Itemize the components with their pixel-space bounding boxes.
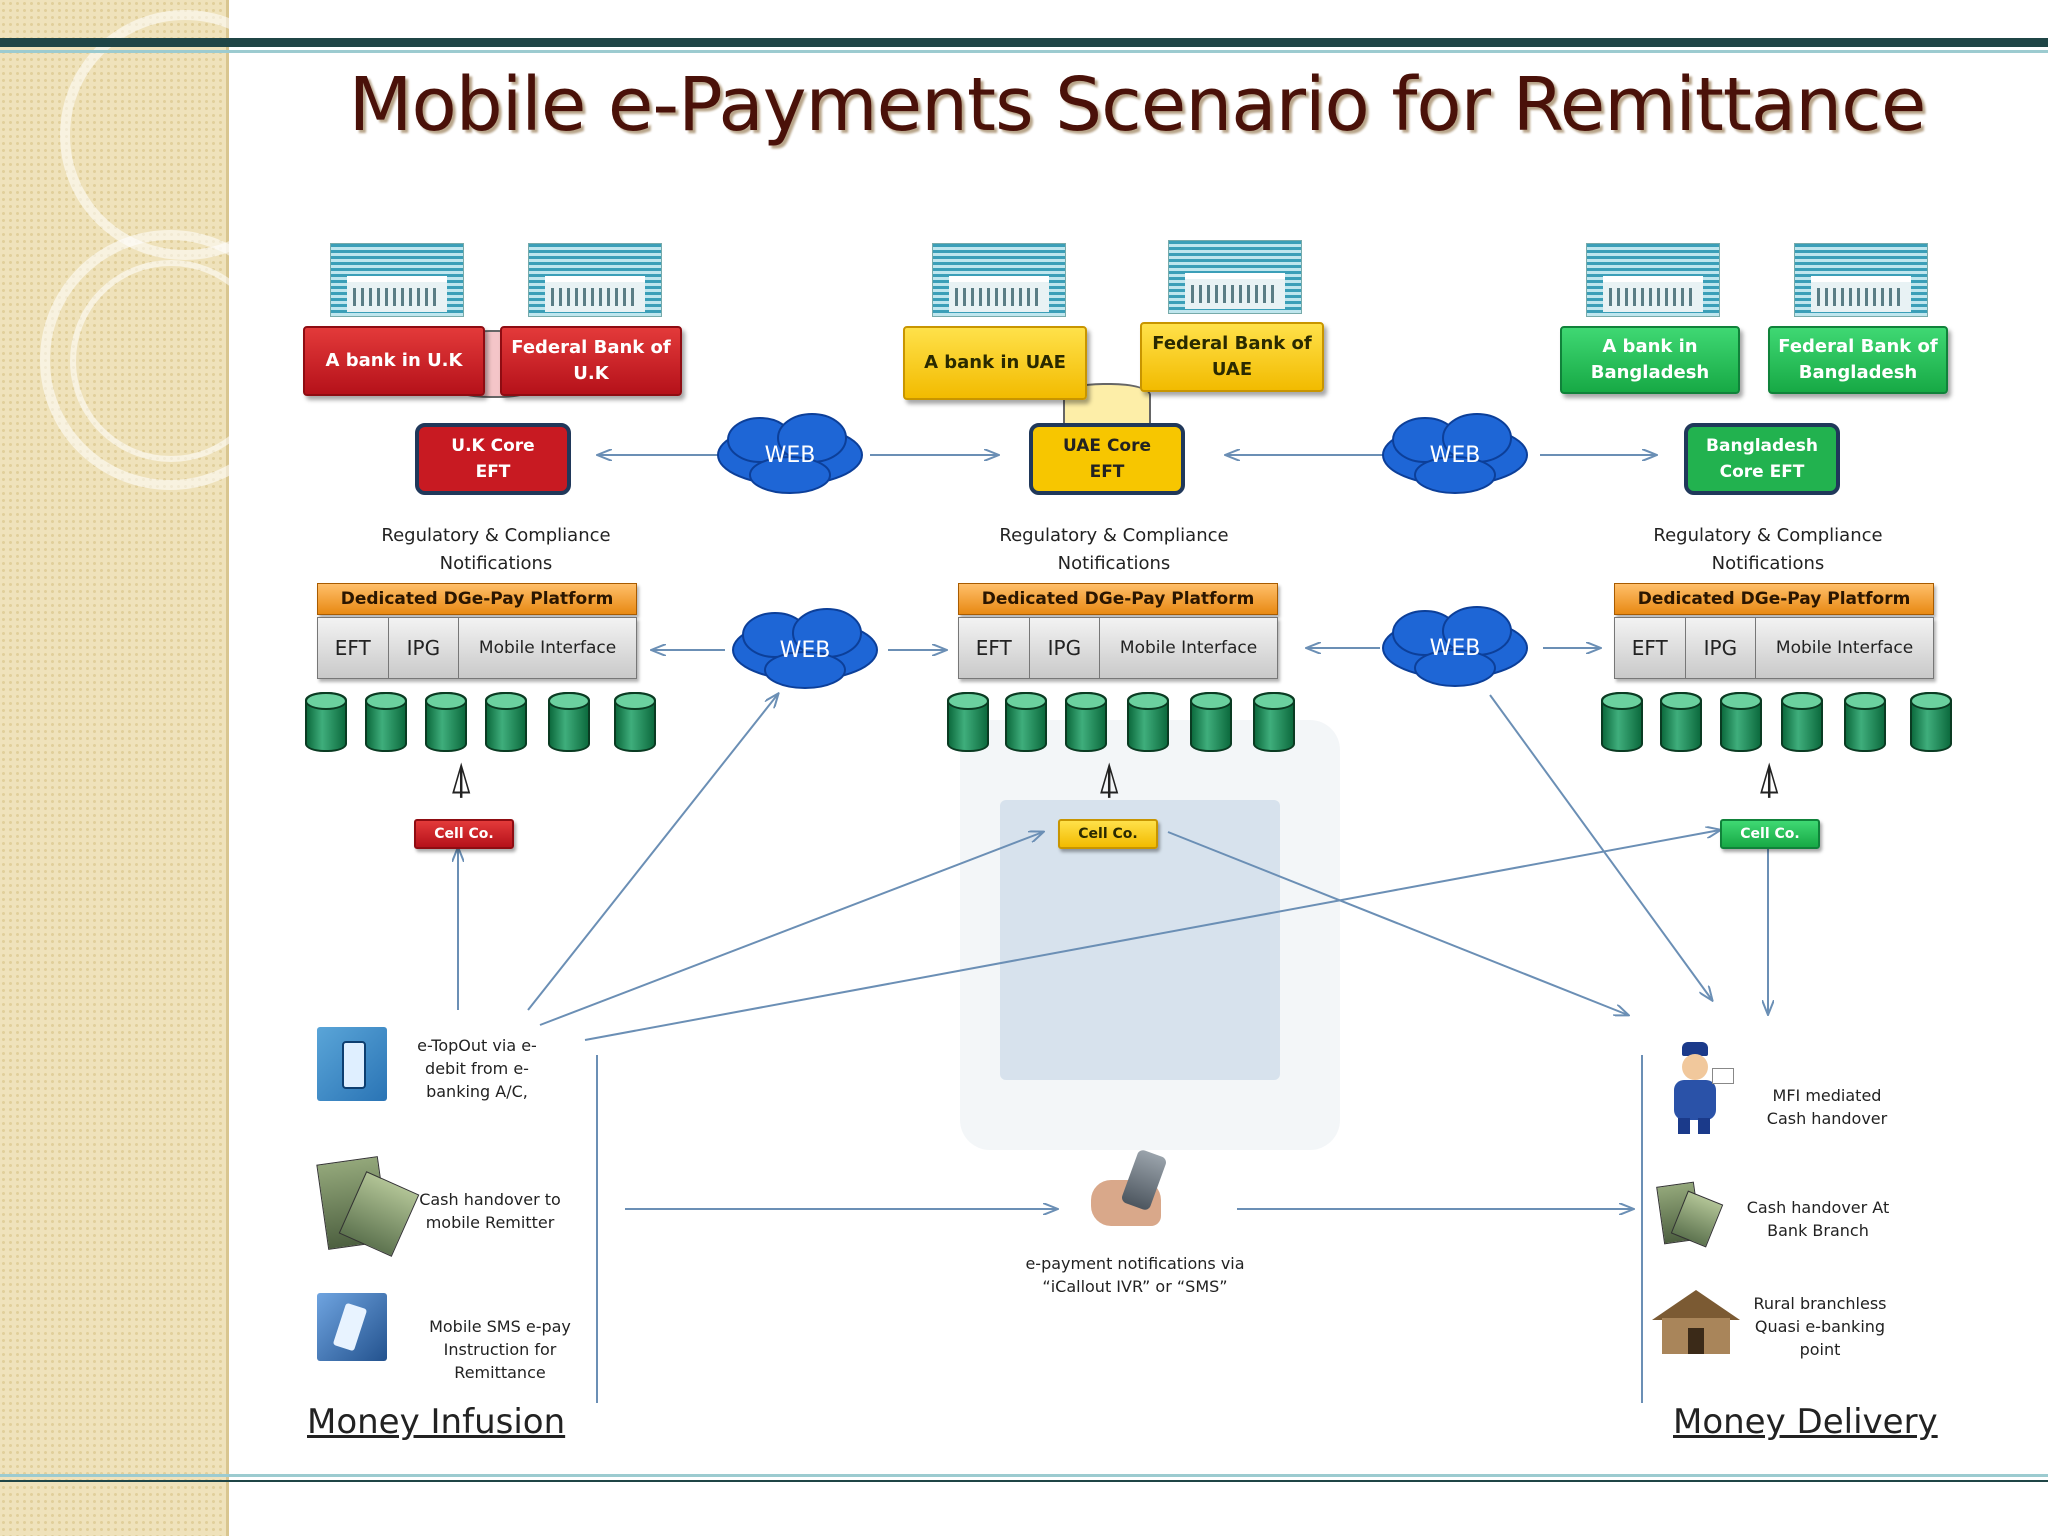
sidebar-decoration (0, 0, 310, 1536)
platform-ipg: IPG (1030, 618, 1101, 678)
uk-core-eft: U.K Core EFT (415, 423, 571, 495)
bd-bank-box: A bank in Bangladesh (1560, 326, 1740, 394)
bank-building-icon (330, 243, 464, 317)
money-infusion-heading: Money Infusion (307, 1402, 566, 1442)
bd-federal-bank-box: Federal Bank of Bangladesh (1768, 326, 1948, 394)
delivery-mfi-label: MFI mediated Cash handover (1766, 1086, 1888, 1128)
server-cylinder-icon (614, 692, 656, 752)
uae-platform-title: Dedicated DGe-Pay Platform (958, 583, 1278, 615)
server-cylinder-icon (1065, 692, 1107, 752)
platform-mobile-interface: Mobile Interface (478, 638, 617, 658)
cell-tower-icon: ⍋ (448, 753, 475, 804)
bank-building-icon (1168, 240, 1302, 314)
platform-eft: EFT (318, 618, 389, 678)
bd-cell-co-label: Cell Co. (1720, 819, 1820, 849)
hand-phone-icon (1087, 1140, 1177, 1240)
top-rule-accent (0, 50, 2048, 53)
uae-federal-bank-box: Federal Bank of UAE (1140, 322, 1324, 392)
uk-platform-row: EFT IPG Mobile Interface (317, 617, 637, 679)
platform-mobile-interface: Mobile Interface (1775, 638, 1914, 658)
infusion-etopout-label: e-TopOut via e-debit from e-banking A/C, (417, 1036, 537, 1101)
server-cylinder-icon (1005, 692, 1047, 752)
server-cylinder-icon (485, 692, 527, 752)
uk-regulatory-label: Regulatory & Compliance Notifications (381, 525, 611, 574)
money-delivery-heading: Money Delivery (1673, 1402, 1938, 1442)
server-cylinder-icon (1190, 692, 1232, 752)
bottom-rule-accent (0, 1474, 2048, 1477)
cloud-mid-2 (1382, 606, 1528, 687)
web-cloud-label: WEB (779, 637, 831, 663)
web-cloud-label: WEB (764, 442, 816, 468)
server-cylinder-icon (1844, 692, 1886, 752)
postman-icon (1652, 1042, 1734, 1134)
uk-platform-title: Dedicated DGe-Pay Platform (317, 583, 637, 615)
bottom-rule (0, 1480, 2048, 1482)
arrow-web-delivery (1489, 694, 1712, 1000)
uk-bank-box: A bank in U.K (303, 326, 485, 396)
server-cylinder-icon (365, 692, 407, 752)
server-cylinder-icon (1910, 692, 1952, 752)
cash-money-icon (1656, 1180, 1724, 1248)
cell-tower-icon: ⍋ (1756, 753, 1783, 804)
cloud-top-2 (1382, 413, 1528, 494)
web-cloud-label: WEB (1429, 635, 1481, 661)
platform-eft: EFT (1615, 618, 1686, 678)
delivery-branch-label: Cash handover At Bank Branch (1746, 1198, 1890, 1240)
bd-platform-row: EFT IPG Mobile Interface (1614, 617, 1934, 679)
uae-bank-box: A bank in UAE (903, 326, 1087, 400)
server-cylinder-icon (1781, 692, 1823, 752)
web-clouds (717, 413, 1528, 689)
platform-mobile-interface: Mobile Interface (1119, 638, 1258, 658)
arrow-uae-cell-delivery (1167, 831, 1628, 1015)
server-cylinder-icon (947, 692, 989, 752)
server-cylinder-icon (425, 692, 467, 752)
web-cloud-label: WEB (1429, 442, 1481, 468)
server-cylinder-icon (548, 692, 590, 752)
server-cylinder-icon (1253, 692, 1295, 752)
uk-cell-co-label: Cell Co. (414, 819, 514, 849)
uae-regulatory-label: Regulatory & Compliance Notifications (999, 525, 1229, 574)
infusion-sms-label: Mobile SMS e-pay Instruction for Remitta… (429, 1317, 571, 1382)
bd-regulatory-label: Regulatory & Compliance Notifications (1653, 525, 1883, 574)
platform-ipg: IPG (389, 618, 460, 678)
cash-money-icon (316, 1150, 420, 1257)
delivery-rural-label: Rural branchless Quasi e-banking point (1753, 1294, 1887, 1359)
cell-tower-icon: ⍋ (1096, 753, 1123, 804)
bd-platform-title: Dedicated DGe-Pay Platform (1614, 583, 1934, 615)
center-notification-label: e-payment notifications via “iCallout IV… (1025, 1254, 1245, 1296)
platform-ipg: IPG (1686, 618, 1757, 678)
slide-title: Mobile e-Payments Scenario for Remittanc… (348, 62, 1927, 148)
bank-building-icon (1794, 243, 1928, 317)
mobile-phone-icon (317, 1027, 387, 1101)
uk-federal-bank-box: Federal Bank of U.K (500, 326, 682, 396)
top-rule (0, 38, 2048, 47)
arrow-infusion-bd-cell (584, 830, 1720, 1041)
uae-core-eft: UAE Core EFT (1029, 423, 1185, 495)
village-hut-icon (1652, 1290, 1740, 1356)
cloud-top-1 (717, 413, 863, 494)
cloud-mid-1 (732, 608, 878, 689)
server-cylinder-icon (1601, 692, 1643, 752)
arrow-infusion-uae-cell (539, 832, 1043, 1026)
server-cylinder-icon (305, 692, 347, 752)
infusion-cash-label: Cash handover to mobile Remitter (419, 1190, 561, 1232)
uae-platform-row: EFT IPG Mobile Interface (958, 617, 1278, 679)
arrow-infusion-web (527, 694, 778, 1011)
server-cylinder-icon (1127, 692, 1169, 752)
uae-cell-co-label: Cell Co. (1058, 819, 1158, 849)
bd-core-eft: Bangladesh Core EFT (1684, 423, 1840, 495)
server-cylinder-icon (1720, 692, 1762, 752)
bank-building-icon (528, 243, 662, 317)
bank-building-icon (1586, 243, 1720, 317)
bank-building-icon (932, 243, 1066, 317)
sms-phone-icon (317, 1293, 387, 1361)
server-cylinder-icon (1660, 692, 1702, 752)
platform-eft: EFT (959, 618, 1030, 678)
